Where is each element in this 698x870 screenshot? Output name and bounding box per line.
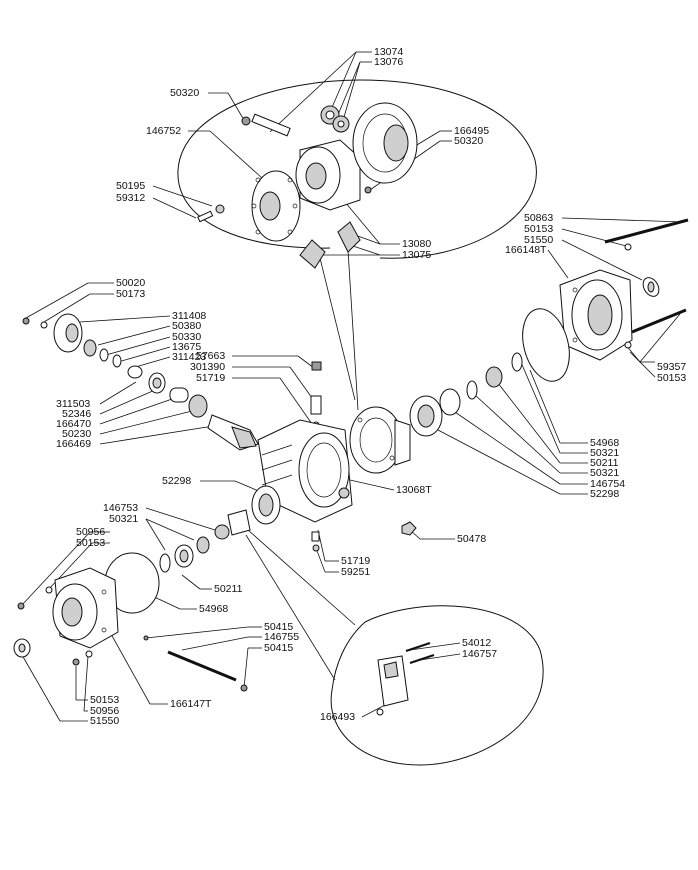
output-housing-166148T: [559, 269, 633, 361]
label-50153-tr: 50153: [524, 223, 553, 235]
label-166147T: 166147T: [170, 698, 212, 710]
label-166495: 166495: [454, 125, 489, 137]
label-50380: 50380: [172, 320, 201, 332]
right-housing-146754: [349, 406, 411, 474]
label-51550-tr: 51550: [524, 234, 553, 246]
label-50153-b: 50153: [90, 694, 119, 706]
part-labels: 13074 13076 50320 146752 166495 50320 50…: [56, 46, 686, 727]
bracket-166493: [376, 642, 435, 716]
label-146753: 146753: [103, 502, 138, 514]
label-50956-a: 50956: [76, 526, 105, 538]
label-50956-b: 50956: [90, 705, 119, 717]
oring-54968-right: [522, 308, 570, 382]
label-50230: 50230: [62, 428, 91, 440]
label-50415-b: 50415: [264, 642, 293, 654]
label-50478: 50478: [457, 533, 486, 545]
label-54968-l: 54968: [199, 603, 228, 615]
label-146752: 146752: [146, 125, 181, 137]
label-50320-top: 50320: [170, 87, 199, 99]
bracket-146753: [214, 509, 251, 540]
label-50320-right: 50320: [454, 135, 483, 147]
shaft-146755: [143, 635, 248, 692]
bracket-detail-bubble: [330, 605, 544, 766]
label-50211-r: 50211: [590, 457, 619, 469]
label-166148T: 166148T: [505, 244, 547, 256]
label-50321-r1: 50321: [590, 447, 619, 459]
pin-50320: [241, 113, 291, 137]
label-50321-r2: 50321: [590, 467, 619, 479]
snap-rings-right: [409, 352, 523, 437]
pinion-gears-13074: [320, 105, 350, 133]
bolts-lower-left: [13, 586, 93, 666]
seal-51550-right: [642, 277, 660, 297]
label-50330: 50330: [172, 331, 201, 343]
ring-gear-166495: [352, 102, 418, 184]
label-50211-l: 50211: [214, 583, 243, 595]
label-13076: 13076: [374, 56, 403, 68]
label-311423: 311423: [172, 351, 206, 363]
seal-52298: [251, 485, 281, 525]
label-13068T: 13068T: [396, 484, 432, 496]
label-13080: 13080: [402, 238, 431, 250]
vent-57663: [310, 361, 322, 429]
diff-carrier-13080: [295, 139, 372, 211]
label-13675: 13675: [172, 341, 201, 353]
label-13075: 13075: [402, 249, 431, 261]
diff-case-half-146752: [251, 170, 301, 242]
label-146757: 146757: [462, 648, 497, 660]
label-166470: 166470: [56, 418, 91, 430]
label-50153-r: 50153: [657, 372, 686, 384]
differential-detail-bubble: [177, 79, 537, 259]
bolt-59357: [624, 308, 687, 349]
label-59251: 59251: [341, 566, 370, 578]
label-311408: 311408: [172, 310, 206, 322]
label-50173: 50173: [116, 288, 145, 300]
plug-50478: [401, 521, 417, 536]
label-301390: 301390: [190, 361, 225, 373]
label-52298-r: 52298: [590, 488, 619, 500]
drain-59251: [311, 531, 320, 552]
pinion-shaft-166469: [207, 414, 259, 451]
label-50153-a: 50153: [76, 537, 105, 549]
label-166469: 166469: [56, 438, 91, 450]
input-parts-left-upper: [22, 313, 208, 418]
label-51550-b: 51550: [90, 715, 119, 727]
label-51719-bot: 51719: [341, 555, 370, 567]
label-52298-l: 52298: [162, 475, 191, 487]
label-51719-top: 51719: [196, 372, 225, 384]
bolt-50863: [604, 218, 689, 251]
label-57663: 57663: [196, 350, 225, 362]
label-146754: 146754: [590, 478, 625, 490]
label-50195: 50195: [116, 180, 145, 192]
bearing-lower-left: [159, 536, 210, 573]
output-housing-166147T: [52, 567, 119, 649]
bolt-59312: [197, 204, 225, 223]
label-311503: 311503: [56, 398, 90, 410]
label-166493: 166493: [320, 711, 355, 723]
main-housing-13068T: [257, 419, 353, 523]
label-59357: 59357: [657, 361, 686, 373]
label-54968-r: 54968: [590, 437, 619, 449]
label-50020: 50020: [116, 277, 145, 289]
label-52346: 52346: [62, 408, 91, 420]
label-146755: 146755: [264, 631, 299, 643]
label-50863: 50863: [524, 212, 553, 224]
label-50415-a: 50415: [264, 621, 293, 633]
label-13074: 13074: [374, 46, 403, 58]
side-gears-13075: [299, 221, 361, 269]
label-59312: 59312: [116, 192, 145, 204]
label-50321-l: 50321: [109, 513, 138, 525]
label-54012: 54012: [462, 637, 491, 649]
